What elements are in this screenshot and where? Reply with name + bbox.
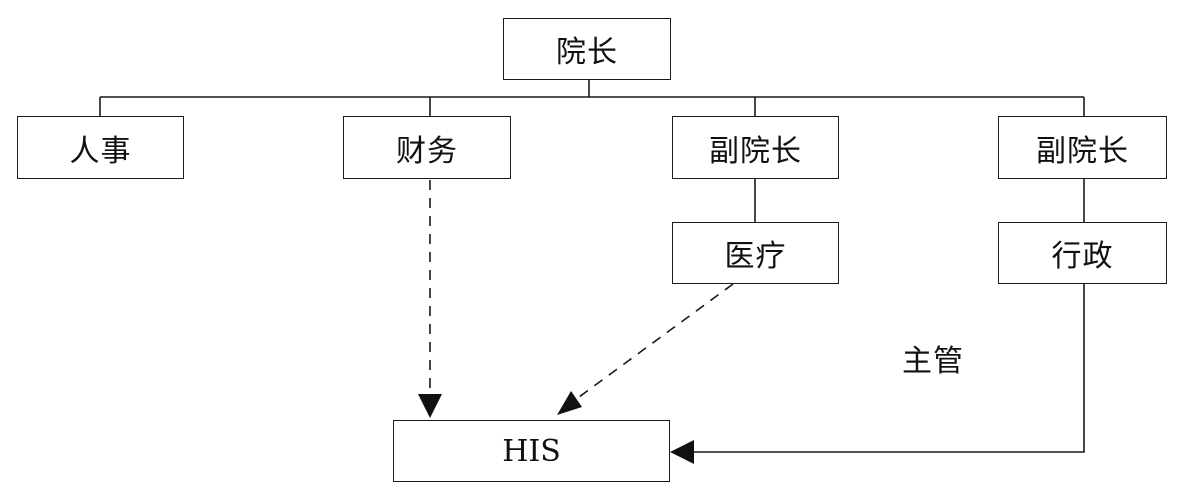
node-finance: 财务	[343, 116, 511, 179]
node-vice-president-right-label: 副院长	[1036, 133, 1129, 169]
node-vice-president-left: 副院长	[672, 116, 839, 179]
node-his-label: HIS	[502, 433, 561, 469]
annotation-supervise: 主管	[902, 344, 964, 379]
node-his: HIS	[393, 420, 670, 482]
node-hr: 人事	[17, 116, 184, 179]
node-admin-label: 行政	[1051, 239, 1114, 274]
node-finance-label: 财务	[396, 133, 458, 169]
arrowhead-finance-his	[418, 394, 442, 418]
node-president: 院长	[503, 18, 671, 80]
arrowhead-medical-his	[557, 391, 582, 415]
arrowhead-admin-his	[670, 440, 694, 464]
node-medical-label: 医疗	[724, 239, 787, 274]
node-vice-president-right: 副院长	[998, 116, 1167, 179]
dashed-arrow-medical-his	[574, 283, 734, 401]
node-medical: 医疗	[672, 222, 839, 284]
node-admin: 行政	[998, 222, 1167, 284]
node-vice-president-left-label: 副院长	[709, 133, 802, 169]
node-hr-label: 人事	[69, 133, 132, 169]
solid-arrow-admin-his	[692, 284, 1085, 453]
node-president-label: 院长	[556, 35, 618, 70]
